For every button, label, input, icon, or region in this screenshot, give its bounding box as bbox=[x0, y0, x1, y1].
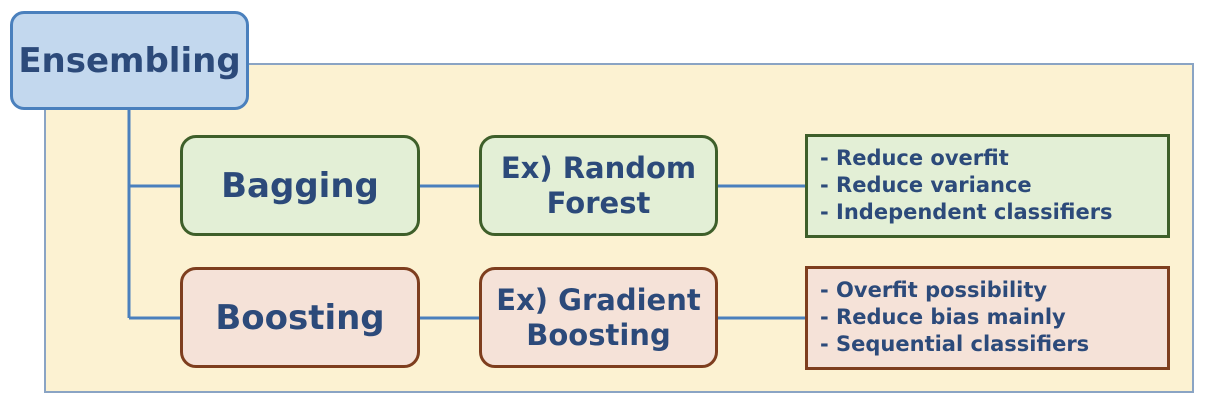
note-item: Reduce bias mainly bbox=[820, 304, 1155, 331]
example-line: Ex) Random bbox=[500, 150, 697, 185]
note-item: Reduce overfit bbox=[820, 145, 1155, 172]
example-node-gradient-boosting: Ex) Gradient Boosting bbox=[479, 267, 718, 368]
note-item: Overfit possibility bbox=[820, 277, 1155, 304]
notes-box-bagging: Reduce overfit Reduce variance Independe… bbox=[805, 134, 1170, 238]
example-line: Forest bbox=[546, 185, 651, 220]
example-line: Boosting bbox=[526, 317, 671, 352]
notes-box-boosting: Overfit possibility Reduce bias mainly S… bbox=[805, 266, 1170, 370]
example-line: Ex) Gradient bbox=[496, 282, 701, 317]
note-item: Independent classifiers bbox=[820, 199, 1155, 226]
root-node-ensembling: Ensembling bbox=[10, 11, 249, 110]
method-node-bagging: Bagging bbox=[180, 135, 420, 236]
note-item: Reduce variance bbox=[820, 172, 1155, 199]
example-node-random-forest: Ex) Random Forest bbox=[479, 135, 718, 236]
method-node-boosting: Boosting bbox=[180, 267, 420, 368]
note-item: Sequential classifiers bbox=[820, 331, 1155, 358]
